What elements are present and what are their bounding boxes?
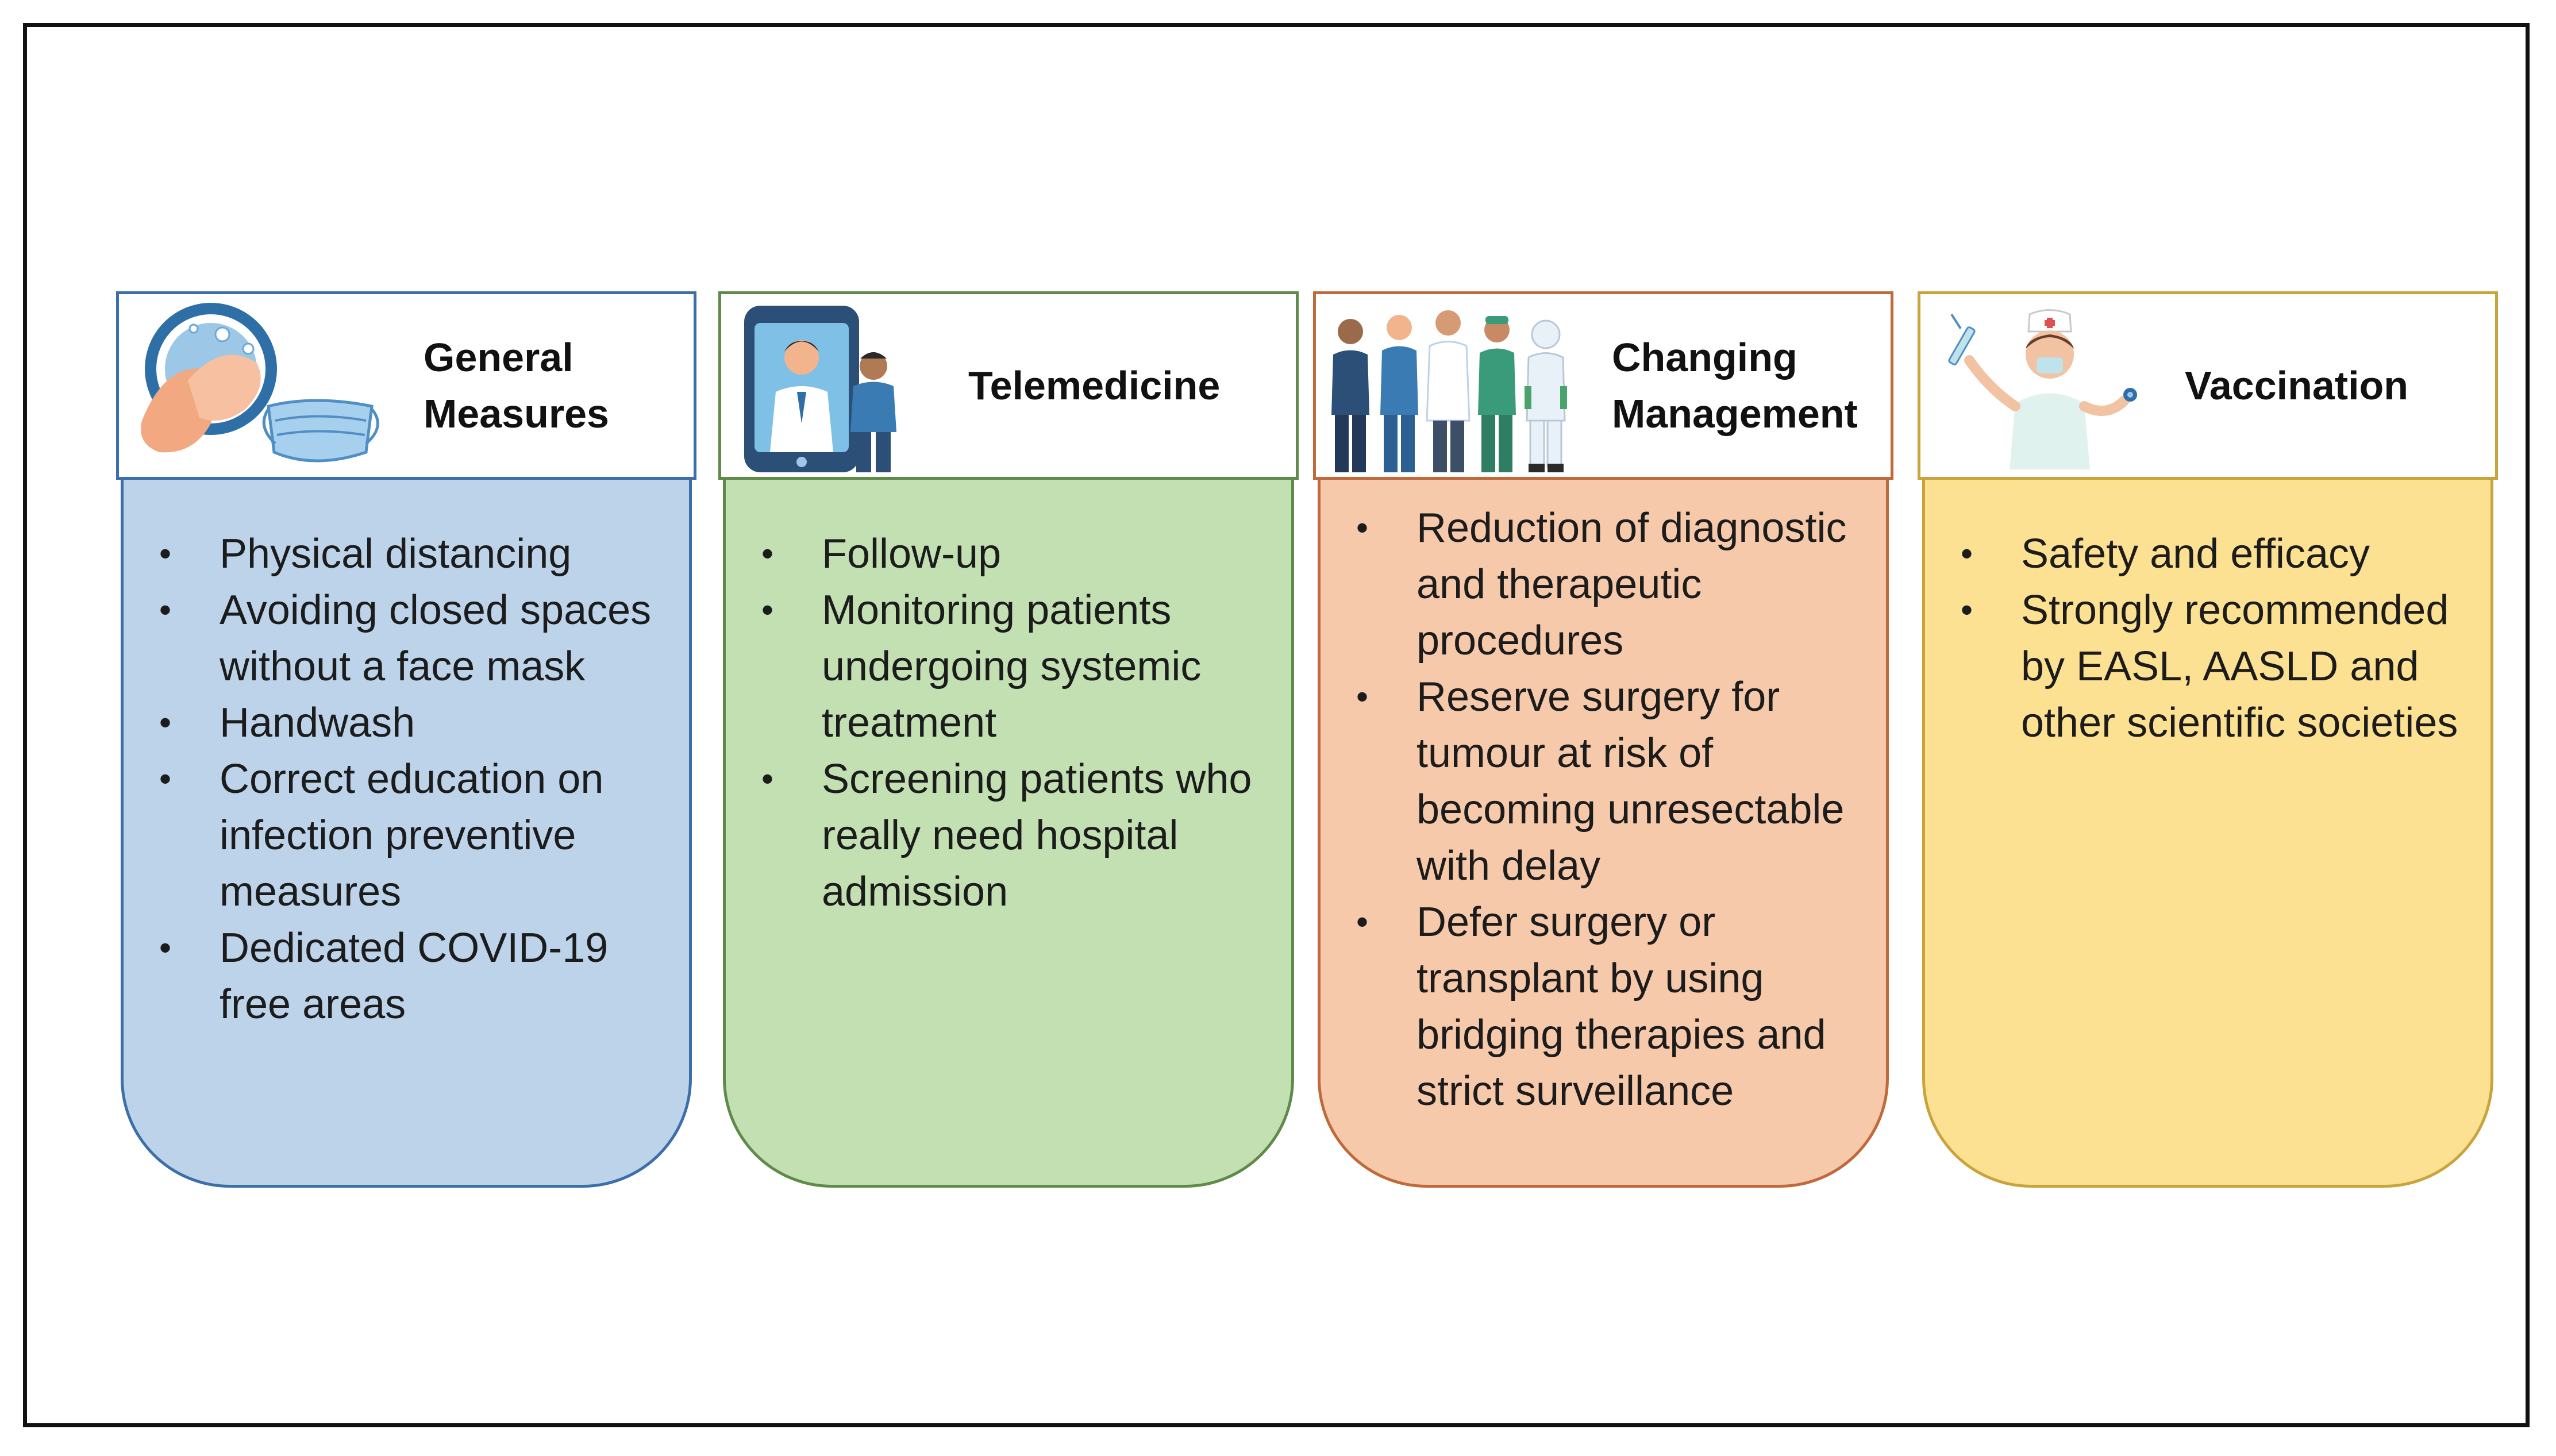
figure-frame: General Measures Physical distancing Avo… — [23, 23, 2530, 1427]
list-item: Defer surgery or transplant by using bri… — [1355, 894, 1869, 1119]
list-item: Handwash — [158, 695, 672, 751]
list-item: Avoiding closed spaces without a face ma… — [158, 582, 672, 695]
doctor-on-phone-icon — [744, 306, 896, 472]
panel-header: Vaccination — [1918, 291, 2498, 480]
panel-title-line: General — [424, 335, 573, 380]
bullet-list: Follow-up Monitoring patients undergoing… — [760, 526, 1274, 920]
list-item: Dedicated COVID-19 free areas — [158, 920, 672, 1033]
panel-title: Vaccination — [2185, 357, 2408, 414]
medical-staff-group-icon — [1331, 310, 1567, 472]
panel-header: General Measures — [116, 291, 696, 480]
bullet-list: Physical distancing Avoiding closed spac… — [158, 526, 672, 1033]
panel-title-line: Telemedicine — [968, 363, 1221, 408]
bullet-list: Reduction of diagnostic and therapeutic … — [1355, 500, 1869, 1119]
list-item: Monitoring patients undergoing systemic … — [760, 582, 1274, 751]
panel-body: Follow-up Monitoring patients undergoing… — [723, 480, 1294, 1188]
panel-title-line: Measures — [424, 391, 609, 436]
list-item: Screening patients who really need hospi… — [760, 751, 1274, 920]
list-item: Reduction of diagnostic and therapeutic … — [1355, 500, 1869, 669]
list-item: Strongly recommended by EASL, AASLD and … — [1960, 582, 2473, 751]
panel-title-line: Changing — [1612, 335, 1797, 380]
panel-title: Changing Management — [1612, 329, 1858, 442]
list-item: Physical distancing — [158, 526, 672, 582]
panel-title: Telemedicine — [968, 357, 1220, 414]
panel-title-line: Vaccination — [2185, 363, 2409, 408]
panel-title: General Measures — [424, 329, 609, 442]
list-item: Follow-up — [760, 526, 1274, 582]
panel-header: Changing Management — [1313, 291, 1893, 480]
panel-header: Telemedicine — [718, 291, 1299, 480]
list-item: Correct education on infection preventiv… — [158, 751, 672, 920]
list-item: Safety and efficacy — [1960, 526, 2473, 582]
panel-title-line: Management — [1612, 391, 1858, 436]
panel-body: Physical distancing Avoiding closed spac… — [121, 480, 692, 1188]
panel-body: Reduction of diagnostic and therapeutic … — [1318, 480, 1889, 1188]
list-item: Reserve surgery for tumour at risk of be… — [1355, 669, 1869, 894]
nurse-with-syringe-icon — [1948, 309, 2137, 469]
bullet-list: Safety and efficacy Strongly recommended… — [1960, 526, 2473, 751]
handwash-and-face-mask-icon — [141, 303, 379, 463]
panel-body: Safety and efficacy Strongly recommended… — [1922, 480, 2493, 1188]
